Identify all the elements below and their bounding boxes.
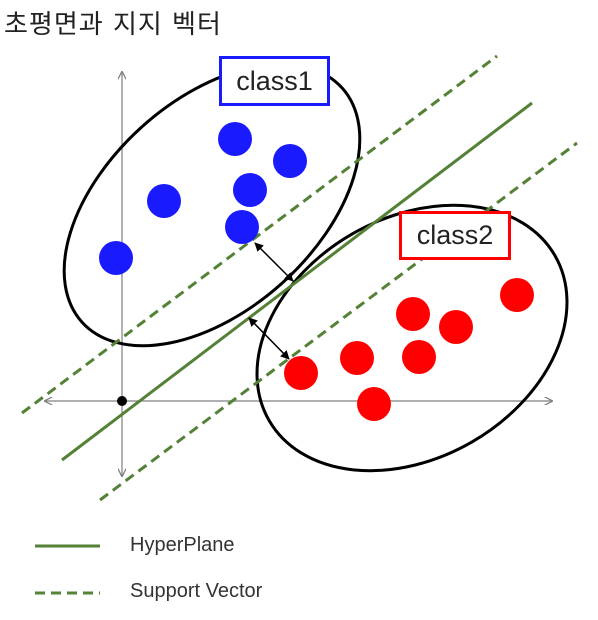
- legend-support-vector-label: Support Vector: [130, 580, 263, 602]
- class2-label: class2: [399, 211, 511, 260]
- class2-point: [439, 310, 473, 344]
- class1-point: [225, 210, 259, 244]
- legend-hyperplane-label: HyperPlane: [130, 534, 235, 556]
- class2-point: [500, 278, 534, 312]
- support-vector-line-upper: [21, 54, 498, 415]
- support-vector-line-lower: [99, 141, 578, 502]
- class2-point: [357, 387, 391, 421]
- hyperplane-line: [61, 101, 533, 462]
- margin-arrow-lower: [248, 317, 290, 360]
- margin-arrow-upper: [254, 242, 294, 282]
- class1-point: [218, 122, 252, 156]
- class1-point: [99, 241, 133, 275]
- class1-ellipse: [62, 62, 362, 348]
- class2-point: [396, 297, 430, 331]
- class1-point: [147, 184, 181, 218]
- class2-point: [402, 340, 436, 374]
- class2-point: [340, 341, 374, 375]
- origin-point: [117, 396, 127, 406]
- class2-ellipse: [255, 203, 569, 473]
- class1-point: [273, 144, 307, 178]
- diagram-title: 초평면과 지지 벡터: [4, 10, 222, 40]
- class1-label: class1: [219, 56, 330, 106]
- class2-point: [284, 356, 318, 390]
- class1-point: [233, 173, 267, 207]
